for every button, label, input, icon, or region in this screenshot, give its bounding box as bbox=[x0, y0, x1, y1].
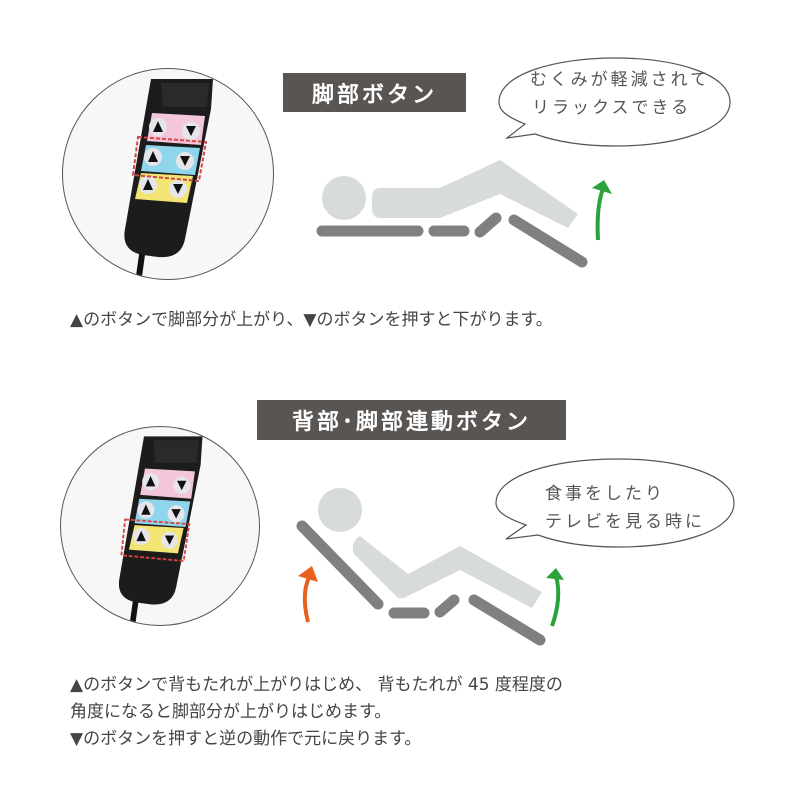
remote-control-illustration bbox=[124, 79, 213, 279]
remote-photo-circle bbox=[62, 68, 274, 280]
bubble-text: 食事をしたり テレビを見る時に bbox=[545, 480, 705, 536]
description-line-3: ▼のボタンを押すと逆の動作で元に戻ります。 bbox=[70, 729, 422, 749]
remote-photo-circle bbox=[60, 426, 260, 626]
section-back-leg-linked-button: 背部･脚部連動ボタン 食事をしたり テレビを見る時に ▲のボタンで背もたれが上が… bbox=[0, 380, 791, 791]
speech-bubble bbox=[495, 458, 735, 548]
section-description: ▲のボタンで脚部分が上がり、▼のボタンを押すと下がります。 bbox=[70, 310, 553, 330]
bubble-line-1: むくみが軽減されて bbox=[530, 70, 711, 90]
person-body-icon bbox=[372, 160, 578, 228]
person-head-icon bbox=[322, 176, 366, 220]
highlight-box bbox=[120, 518, 191, 562]
description-line-2: 角度になると脚部分が上がりはじめます。 bbox=[70, 702, 392, 722]
section-leg-button: 脚部ボタン むくみが軽減されて リラックスできる ▲のボタンで脚部分が上がり、▼… bbox=[0, 0, 791, 360]
speech-bubble bbox=[498, 57, 731, 147]
bed-figure-back-and-leg-raised bbox=[296, 488, 564, 646]
bubble-line-1: 食事をしたり bbox=[545, 484, 665, 504]
bubble-line-2: テレビを見る時に bbox=[545, 512, 705, 532]
remote-control-illustration bbox=[118, 436, 203, 625]
bed-figure-leg-raised bbox=[316, 160, 612, 268]
person-head-icon bbox=[318, 488, 362, 532]
bubble-line-2: リラックスできる bbox=[532, 98, 692, 118]
description-line-1: ▲のボタンで背もたれが上がりはじめ、 背もたれが 45 度程度の bbox=[70, 675, 563, 695]
section-title: 背部･脚部連動ボタン bbox=[257, 400, 566, 440]
section-title: 脚部ボタン bbox=[283, 73, 466, 112]
bubble-text: むくみが軽減されて リラックスできる bbox=[530, 66, 710, 122]
section-description: ▲のボタンで背もたれが上がりはじめ、 背もたれが 45 度程度の 角度になると脚… bbox=[70, 672, 563, 753]
leg-up-arrow-icon bbox=[550, 575, 561, 627]
highlight-box bbox=[131, 135, 208, 183]
leg-up-arrow-icon bbox=[595, 185, 606, 241]
person-body-icon bbox=[352, 536, 542, 608]
